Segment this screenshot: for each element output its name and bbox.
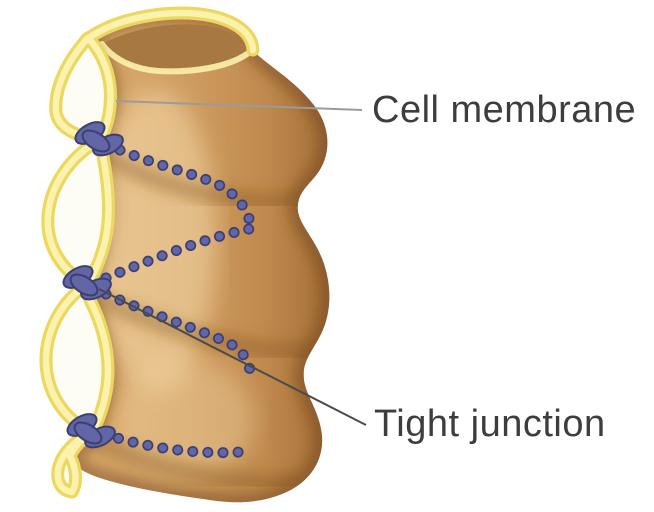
tight-junction-bead-cluster-middle	[62, 265, 112, 301]
tight-junction-bead-cluster-top	[74, 121, 124, 157]
tight-junction-bead-cluster-bottom	[66, 413, 116, 449]
tight-junction-leader-line	[98, 288, 367, 426]
cell-membrane-label: Cell membrane	[372, 89, 637, 131]
cell-membrane-leader-line	[115, 100, 363, 111]
cell-top-opening	[102, 24, 247, 72]
tight-junction-label: Tight junction	[374, 403, 606, 445]
inner-rim-highlight	[99, 41, 250, 75]
